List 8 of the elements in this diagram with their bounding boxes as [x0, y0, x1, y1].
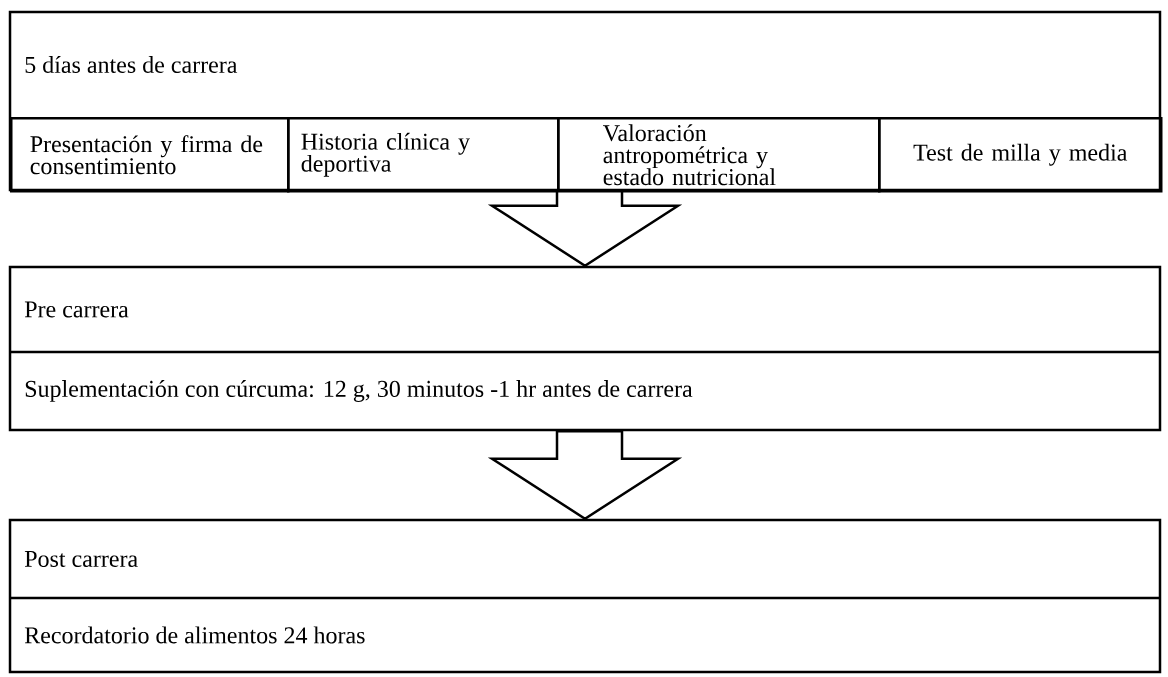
stage-box: Pre carrera Suplementación con cúrcuma: 12 g, 30 minutos -1 hr antes de carrera: [8, 265, 1162, 432]
step-box: Presentación y firma de consentimiento: [10, 117, 290, 193]
step-box: Historia clínica y deportiva: [287, 117, 560, 193]
stage-box: Post carrera Recordatorio de alimentos 24 horas: [8, 518, 1162, 674]
step-box: Valoración antropométrica y estado nutricional: [557, 117, 881, 193]
step-box: Test de milla y media: [878, 117, 1163, 193]
block-arrow: [487, 430, 683, 521]
block-arrow: [487, 190, 683, 268]
